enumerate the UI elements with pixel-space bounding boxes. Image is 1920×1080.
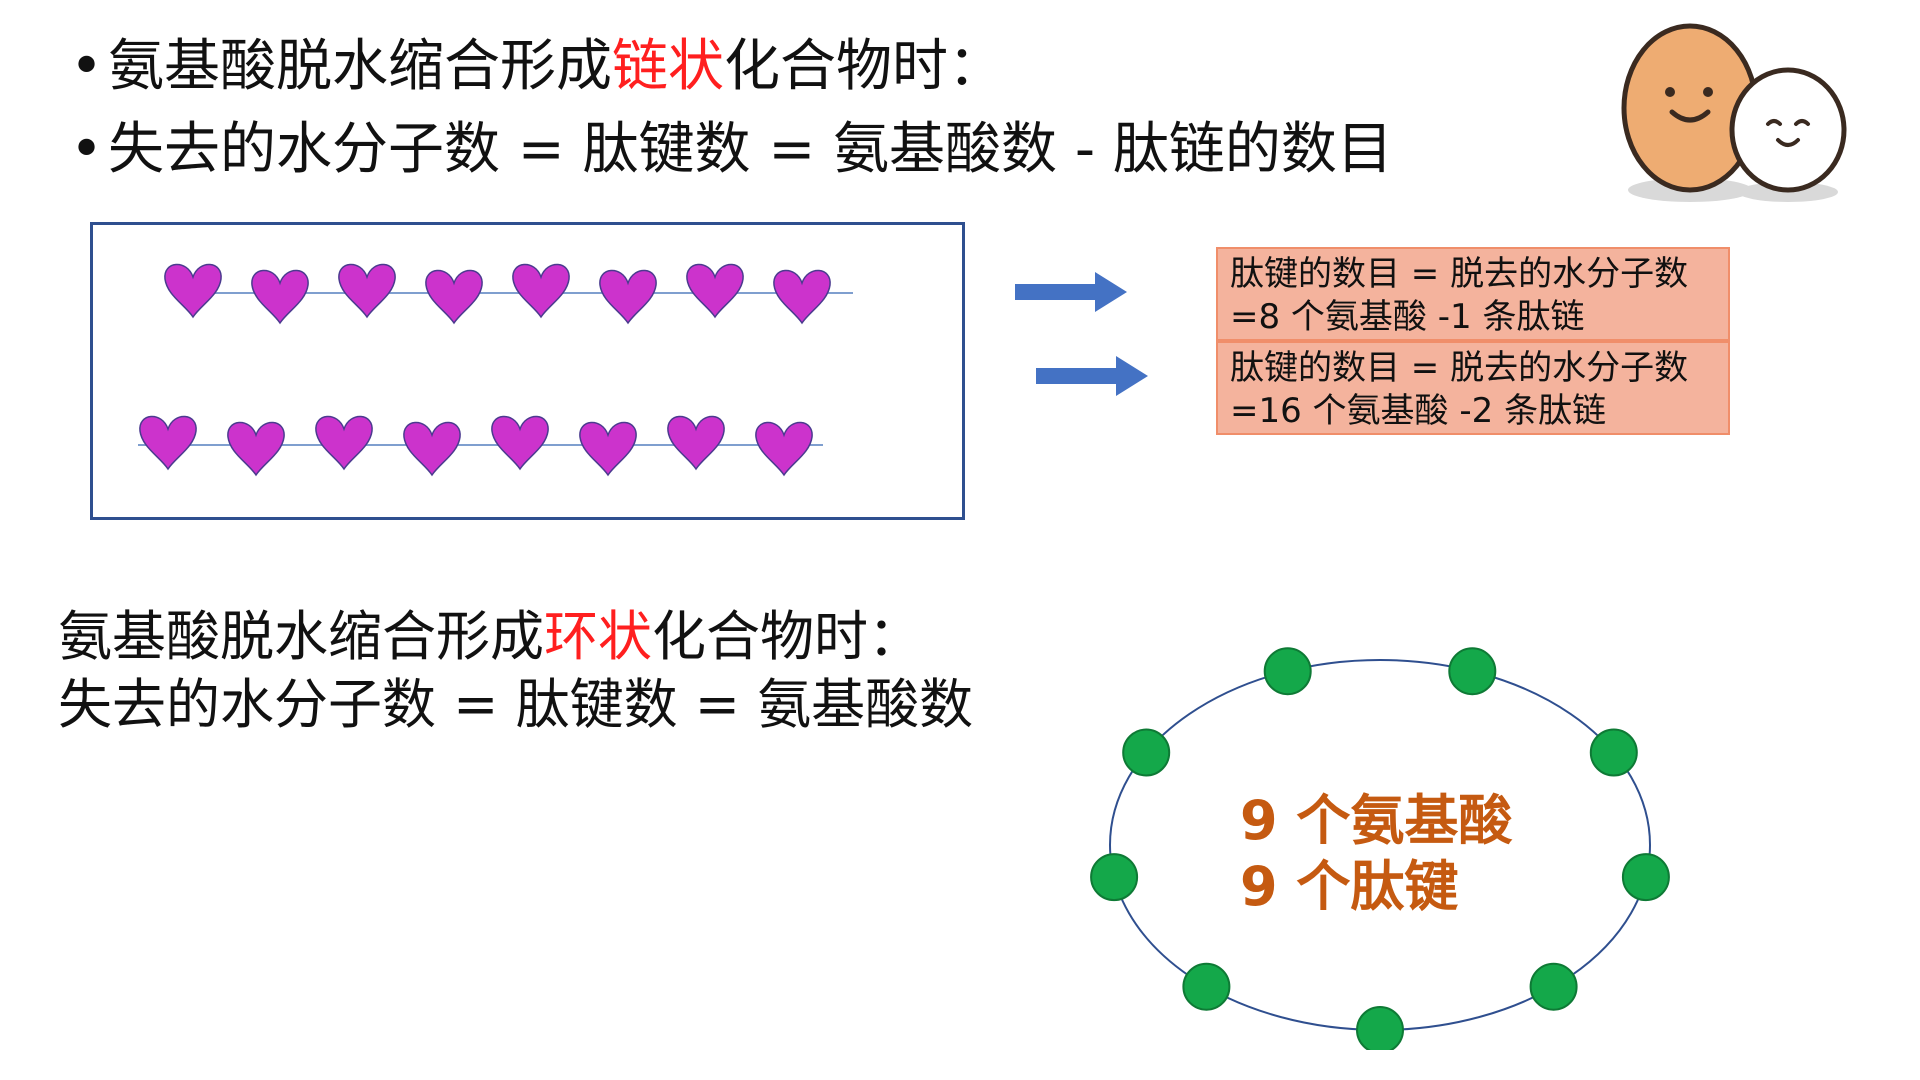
amino-acid-heart-icon: [686, 263, 744, 319]
peptide-chains-svg: [138, 263, 853, 477]
egg-characters-icon: [1621, 23, 1847, 202]
ring-amino-acid-count: 9 个氨基酸: [1240, 789, 1513, 852]
amino-acid-heart-icon: [599, 269, 657, 325]
amino-acid-heart-icon: [251, 269, 309, 325]
chain-rule-formula: •失去的水分子数 = 肽键数 = 氨基酸数 - 肽链的数目: [70, 115, 1393, 185]
ring-amino-acid-node: [1448, 647, 1497, 696]
amino-acid-heart-icon: [164, 263, 222, 319]
amino-acid-heart-icon: [579, 421, 637, 477]
formula-box-one-chain: 肽键的数目 = 脱去的水分子数 =8 个氨基酸 -1 条肽链: [1216, 247, 1730, 341]
peptide-chain-diagram: [90, 222, 965, 520]
bullet-icon: •: [70, 117, 104, 182]
ring-amino-acid-node: [1621, 853, 1670, 902]
amino-acid-heart-icon: [338, 263, 396, 319]
ring-amino-acid-node: [1356, 1006, 1404, 1050]
cyclic-peptide-ring: [1090, 647, 1670, 1050]
right-arrow-icon: [1015, 272, 1127, 312]
amino-acid-heart-icon: [425, 269, 483, 325]
ring-amino-acid-node: [1090, 853, 1139, 902]
cyclic-rule-formula: 失去的水分子数 = 肽键数 = 氨基酸数: [58, 673, 974, 736]
amino-acid-heart-icon: [773, 269, 831, 325]
amino-acid-heart-icon: [512, 263, 570, 319]
amino-acid-heart-icon: [491, 415, 549, 471]
chain-heading-highlight: 链状: [612, 34, 724, 99]
formula-box-line: =16 个氨基酸 -2 条肽链: [1230, 391, 1607, 431]
amino-acid-heart-icon: [139, 415, 197, 471]
cyclic-heading-prefix: 氨基酸脱水缩合形成: [58, 605, 544, 668]
amino-acid-heart-icon: [403, 421, 461, 477]
formula-box-line: =8 个氨基酸 -1 条肽链: [1230, 297, 1585, 337]
amino-acid-heart-icon: [227, 421, 285, 477]
cyclic-heading-suffix: 化合物时：: [652, 605, 922, 668]
ring-peptide-bond-count: 9 个肽键: [1240, 855, 1459, 918]
amino-acid-heart-icon: [667, 415, 725, 471]
ring-amino-acid-node: [1263, 647, 1312, 696]
chain-heading-prefix: 氨基酸脱水缩合形成: [108, 34, 612, 99]
cyclic-heading-highlight: 环状: [544, 605, 652, 668]
ring-amino-acid-node: [1529, 962, 1578, 1011]
chain-heading-suffix: 化合物时：: [724, 34, 1004, 99]
bullet-icon: •: [70, 34, 104, 99]
ring-amino-acid-node: [1122, 728, 1171, 777]
cyclic-rule-heading: 氨基酸脱水缩合形成环状化合物时：: [58, 604, 922, 670]
formula-box-line: 肽键的数目 = 脱去的水分子数: [1230, 348, 1689, 388]
ring-amino-acid-node: [1182, 962, 1231, 1011]
chain-rule-heading: •氨基酸脱水缩合形成链状化合物时：: [70, 32, 1004, 102]
formula-box-two-chains: 肽键的数目 = 脱去的水分子数 =16 个氨基酸 -2 条肽链: [1216, 341, 1730, 435]
ring-amino-acid-node: [1589, 728, 1638, 777]
chain-formula-text: 失去的水分子数 = 肽键数 = 氨基酸数 - 肽链的数目: [108, 117, 1393, 182]
amino-acid-heart-icon: [315, 415, 373, 471]
right-arrow-icon: [1036, 356, 1148, 396]
formula-box-line: 肽键的数目 = 脱去的水分子数: [1230, 254, 1689, 294]
amino-acid-heart-icon: [755, 421, 813, 477]
